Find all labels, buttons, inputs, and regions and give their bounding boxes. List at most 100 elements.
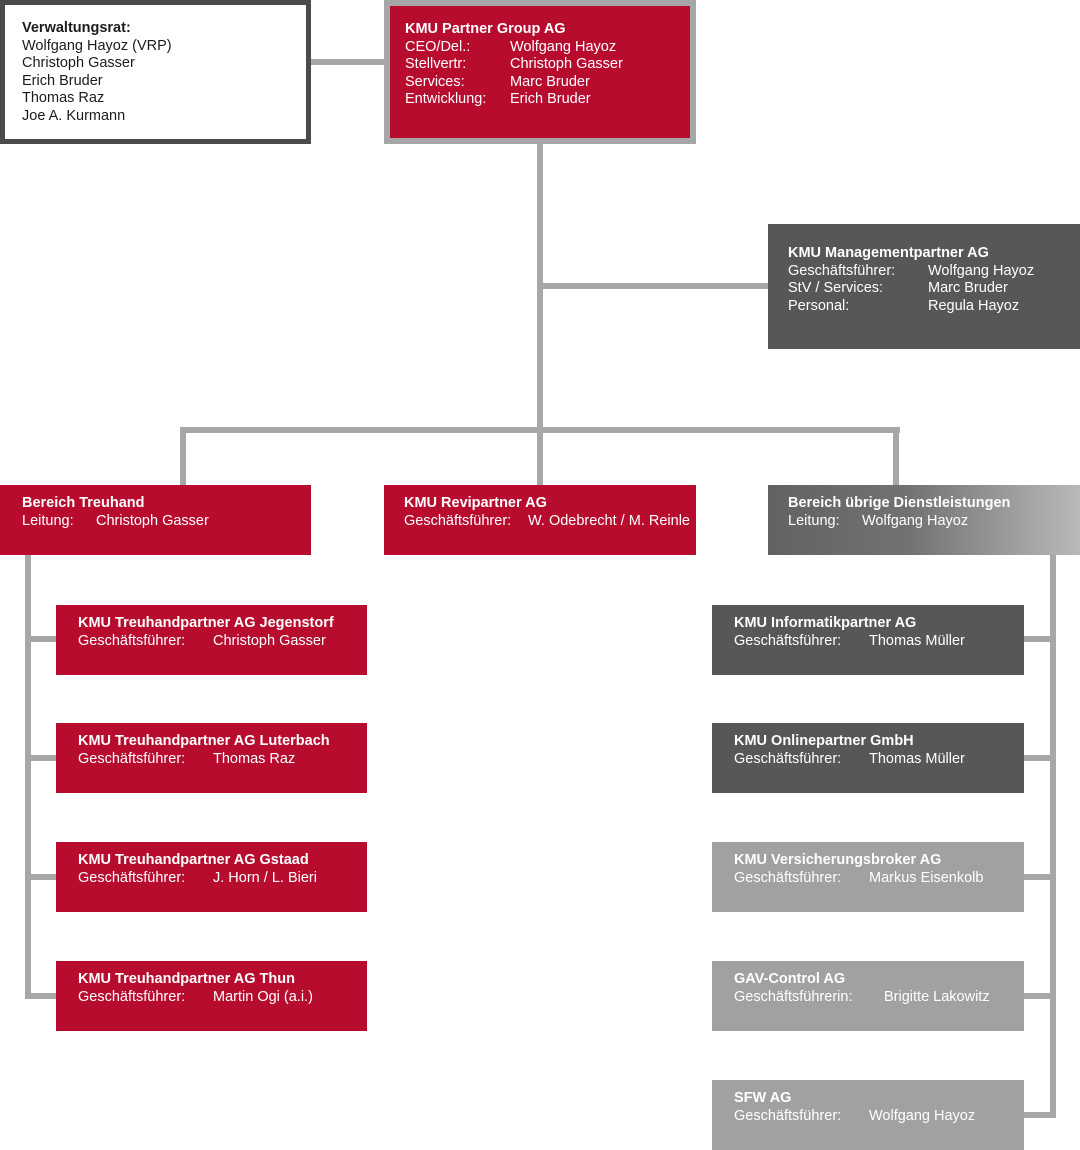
board-member: Christoph Gasser	[22, 55, 135, 72]
row-label: Services:	[405, 73, 465, 90]
row-label: CEO/Del.:	[405, 38, 471, 55]
board-member: Erich Bruder	[22, 72, 103, 89]
connector-horizontal-bus	[180, 427, 900, 433]
dienst-row: Leitung: Wolfgang Hayoz	[788, 513, 1080, 531]
group-box: KMU Partner Group AG CEO/Del.: Wolfgang H…	[384, 0, 696, 144]
dienst-box: Bereich übrige Dienstleistungen Leitung:…	[768, 485, 1080, 555]
row-label: Geschäftsführer:	[734, 1107, 842, 1124]
row-value: Wolfgang Hayoz	[869, 1107, 976, 1124]
row-value: Thomas Müller	[869, 750, 965, 767]
row-label: Geschäftsführer:	[734, 750, 842, 767]
row-label: Geschäftsführer:	[78, 750, 186, 767]
row-value: W. Odebrecht / M. Reinle	[528, 512, 690, 529]
unit-title: GAV-Control AG	[734, 971, 846, 987]
management-row: StV / Services: Marc Bruder	[788, 280, 1080, 298]
row-value: J. Horn / L. Bieri	[213, 869, 317, 886]
row-value: Thomas Raz	[213, 750, 296, 767]
group-row: Services: Marc Bruder	[405, 74, 690, 92]
service-unit-box: SFW AG Geschäftsführer: Wolfgang Hayoz	[712, 1080, 1024, 1150]
unit-row: Geschäftsführer: Thomas Raz	[78, 751, 367, 769]
row-value: Marc Bruder	[928, 280, 1008, 297]
connector-dienst-drop	[893, 427, 899, 488]
service-unit-box: KMU Onlinepartner GmbH Geschäftsführer: T…	[712, 723, 1024, 793]
management-row: Geschäftsführer:Wolfgang Hayoz	[788, 263, 1080, 281]
row-label: Leitung:	[22, 512, 74, 529]
row-label: Geschäftsführer:	[78, 988, 186, 1005]
unit-title: KMU Informatikpartner AG	[734, 615, 917, 631]
row-label: Geschäftsführer:	[78, 632, 186, 649]
treuhand-row: Leitung: Christoph Gasser	[22, 513, 311, 531]
connector-treuhand-spine	[25, 553, 31, 999]
unit-title: KMU Onlinepartner GmbH	[734, 733, 914, 749]
connector-treuhand-branch-4	[25, 993, 58, 999]
unit-title: KMU Versicherungsbroker AG	[734, 852, 942, 868]
connector-dienst-branch-4	[1022, 993, 1056, 999]
connector-dienst-branch-5	[1022, 1112, 1056, 1118]
treuhand-unit-box: KMU Treuhandpartner AG Gstaad Geschäftsf…	[56, 842, 367, 912]
row-label: Personal:	[788, 297, 850, 314]
dienst-title: Bereich übrige Dienstleistungen	[788, 495, 1011, 511]
row-label: Geschäftsführer:	[404, 512, 512, 529]
connector-management	[540, 283, 770, 289]
treuhand-unit-box: KMU Treuhandpartner AG Luterbach Geschäf…	[56, 723, 367, 793]
board-member: Joe A. Kurmann	[22, 107, 126, 124]
unit-row: Geschäftsführer: Thomas Müller	[734, 633, 1024, 651]
treuhand-box: Bereich Treuhand Leitung: Christoph Gasse…	[0, 485, 311, 555]
row-value: Regula Hayoz	[928, 297, 1020, 314]
row-value: Thomas Müller	[869, 632, 965, 649]
row-label: Entwicklung:	[405, 91, 487, 108]
row-value: Christoph Gasser	[96, 512, 209, 529]
revi-box: KMU Revipartner AG Geschäftsführer: W. Od…	[384, 485, 696, 555]
unit-row: Geschäftsführer: J. Horn / L. Bieri	[78, 870, 367, 888]
connector-treuhand-branch-2	[25, 755, 58, 761]
management-row: Personal: Regula Hayoz	[788, 298, 1080, 316]
row-label: StV / Services:	[788, 280, 884, 297]
row-label: Geschäftsführer:	[78, 869, 186, 886]
group-row: Stellvertr: Christoph Gasser	[405, 56, 690, 74]
unit-title: KMU Treuhandpartner AG Jegenstorf	[78, 615, 334, 631]
row-label: Stellvertr:	[405, 56, 467, 73]
row-value: Erich Bruder	[510, 91, 591, 108]
management-box: KMU Managementpartner AG Geschäftsführer…	[768, 224, 1080, 349]
row-value: Wolfgang Hayoz	[862, 512, 969, 529]
unit-row: Geschäftsführer: Thomas Müller	[734, 751, 1024, 769]
unit-row: Geschäftsführer:Markus Eisenkolb	[734, 870, 1024, 888]
unit-title: SFW AG	[734, 1090, 792, 1106]
connector-dienst-spine	[1050, 553, 1056, 1118]
revi-row: Geschäftsführer: W. Odebrecht / M. Reinle	[404, 513, 696, 531]
unit-row: Geschäftsführerin:Brigitte Lakowitz	[734, 989, 1024, 1007]
row-value: Christoph Gasser	[510, 56, 623, 73]
board-title: Verwaltungsrat:	[22, 20, 131, 36]
unit-row: Geschäftsführer: Wolfgang Hayoz	[734, 1108, 1024, 1126]
row-value: Brigitte Lakowitz	[884, 988, 990, 1005]
row-value: Marc Bruder	[510, 73, 590, 90]
treuhand-title: Bereich Treuhand	[22, 495, 145, 511]
unit-title: KMU Treuhandpartner AG Thun	[78, 971, 295, 987]
unit-title: KMU Treuhandpartner AG Gstaad	[78, 852, 309, 868]
connector-dienst-branch-3	[1022, 874, 1056, 880]
connector-treuhand-branch-1	[25, 636, 58, 642]
management-title: KMU Managementpartner AG	[788, 245, 989, 261]
unit-title: KMU Treuhandpartner AG Luterbach	[78, 733, 330, 749]
row-label: Leitung:	[788, 512, 840, 529]
group-row: CEO/Del.: Wolfgang Hayoz	[405, 39, 690, 57]
row-label: Geschäftsführer:	[788, 262, 896, 279]
connector-trunk	[537, 142, 543, 488]
board-member: Thomas Raz	[22, 90, 105, 107]
row-label: Geschäftsführer:	[734, 632, 842, 649]
row-value: Wolfgang Hayoz	[510, 38, 617, 55]
treuhand-unit-box: KMU Treuhandpartner AG Jegenstorf Geschä…	[56, 605, 367, 675]
unit-row: Geschäftsführer:Martin Ogi (a.i.)	[78, 989, 367, 1007]
row-value: Christoph Gasser	[213, 632, 326, 649]
connector-treuhand-branch-3	[25, 874, 58, 880]
revi-title: KMU Revipartner AG	[404, 495, 547, 511]
group-title: KMU Partner Group AG	[405, 21, 566, 37]
group-row: Entwicklung: Erich Bruder	[405, 91, 690, 109]
board-box: Verwaltungsrat: Wolfgang Hayoz (VRP) Chr…	[0, 0, 311, 144]
connector-treuhand-drop	[180, 427, 186, 488]
connector-board-group	[306, 59, 386, 65]
connector-dienst-branch-2	[1022, 755, 1056, 761]
row-label: Geschäftsführer:	[734, 869, 842, 886]
treuhand-unit-box: KMU Treuhandpartner AG Thun Geschäftsfüh…	[56, 961, 367, 1031]
board-member: Wolfgang Hayoz (VRP)	[22, 37, 172, 54]
